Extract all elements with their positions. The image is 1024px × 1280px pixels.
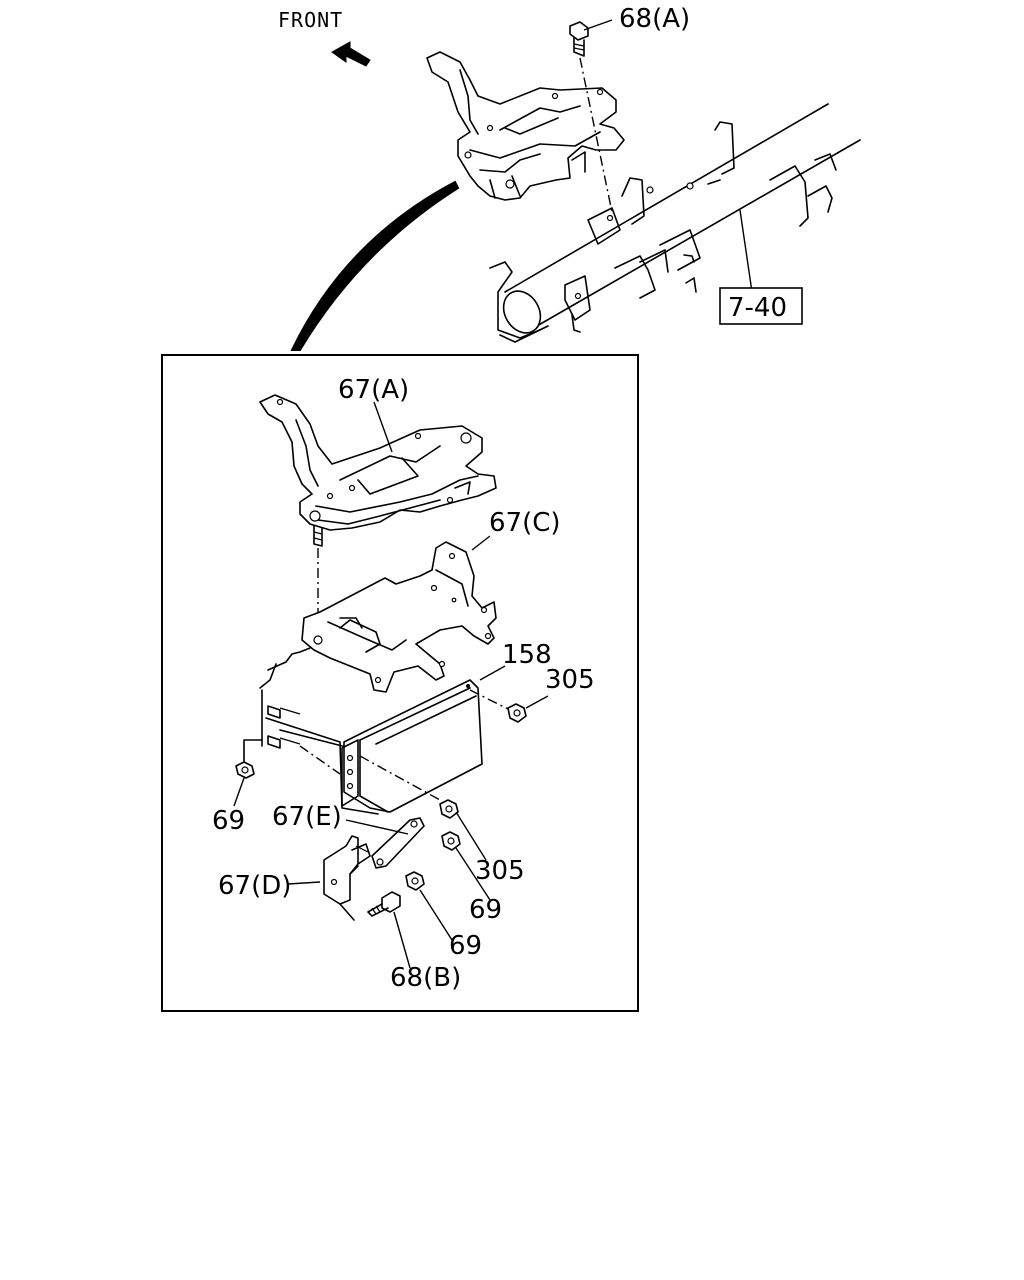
callout-69-left: 69 [212,806,245,836]
front-indicator: FRONT [278,8,371,67]
axis-line-2 [469,689,511,711]
callout-67d: 67(D) [218,871,291,901]
callout-68a: 68(A) [619,4,690,34]
nut-69-mid [441,831,461,851]
upper-bracket-installed [426,51,625,201]
unit-158 [259,647,483,815]
nut-305-upper [507,703,527,723]
callout-67a: 67(A) [338,375,409,405]
reference-box [719,287,803,325]
callout-69-bottom: 69 [449,931,482,961]
bracket-67e [371,817,425,869]
callout-67c: 67(C) [489,508,561,538]
bolt-68a [569,21,613,213]
callout-158: 158 [502,640,552,670]
bracket-67a [259,394,497,531]
front-label: FRONT [278,8,343,32]
callout-67e: 67(E) [272,802,342,832]
nut-69-left [235,739,263,779]
nut-305-lower [439,799,459,819]
callout-68b: 68(B) [390,963,461,993]
leader-lines [233,19,753,969]
nut-69-bottom [405,871,425,891]
bracket-67c [301,541,497,693]
bolt-68b [367,891,401,917]
callout-305-upper: 305 [545,665,595,695]
front-arrow-icon [331,41,371,67]
callout-7-40: 7-40 [728,293,787,323]
bracket-67d [323,835,371,921]
detail-pointer-arc [290,180,460,351]
detail-frame [161,354,639,1012]
callout-69-mid: 69 [469,895,502,925]
axis-line-1 [359,755,441,801]
callout-305-lower: 305 [475,856,525,886]
cross-member-beam [489,103,861,343]
